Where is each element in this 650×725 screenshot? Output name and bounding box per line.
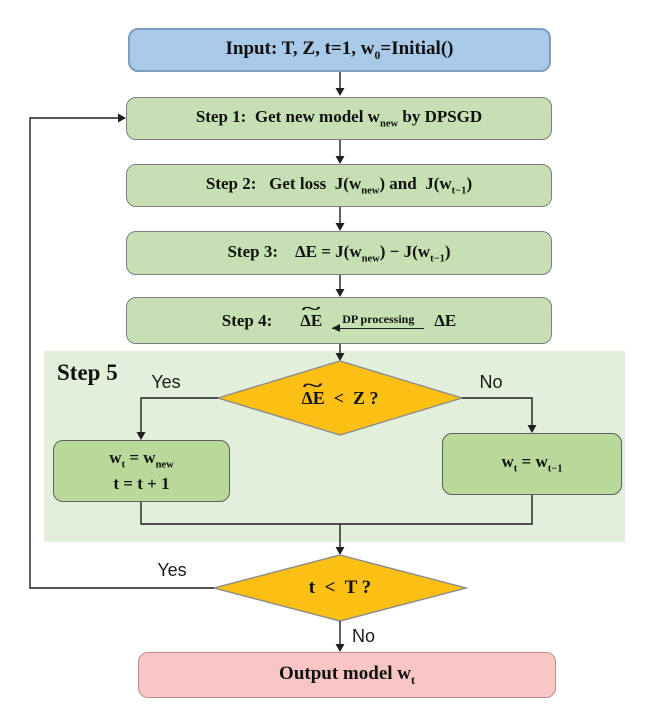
step1-label: Step 1: Get new model wnew by DPSGD: [195, 107, 483, 130]
arrowhead-step4: [335, 289, 345, 297]
arrowhead-loopback-step1: [118, 113, 126, 123]
tilde-mark: ~: [303, 375, 323, 396]
delta-e-tilde: ~ΔE: [300, 300, 322, 331]
node-output: Output model wt: [138, 652, 556, 698]
delta-e-label: ΔE: [434, 310, 457, 330]
wire-merge: [140, 495, 533, 525]
update-yes-line2: t = t + 1: [113, 473, 170, 493]
node-step4: Step 4: ~ΔE DP processing ΔE: [126, 297, 552, 344]
wire-decision1-yes: [140, 397, 218, 432]
arrowhead-decision2: [335, 547, 345, 555]
node-step3: Step 3: ΔE = J(wnew) − J(wt−1): [126, 231, 552, 275]
dp-processing-arrow: DP processing: [332, 311, 425, 332]
step2-label: Step 2: Get loss J(wnew) and J(wt−1): [205, 174, 473, 197]
update-no-line: wt = wt−1: [501, 452, 563, 475]
node-step1: Step 1: Get new model wnew by DPSGD: [126, 97, 552, 140]
decision2-no-label: No: [352, 626, 376, 646]
decision1-yes-label: Yes: [151, 372, 181, 392]
step3-label: Step 3: ΔE = J(wnew) − J(wt−1): [227, 241, 451, 265]
update-yes-line1: wt = wnew: [109, 448, 174, 471]
decision1-diamond: [215, 360, 465, 436]
step4-label: Step 4:: [221, 310, 273, 330]
delta-e-tilde-d1: ~ΔE: [301, 376, 324, 409]
arrowhead-box-no: [527, 425, 537, 433]
arrowhead-step3: [335, 223, 345, 231]
step5-region-label: Step 5: [57, 360, 118, 385]
dp-processing-label: DP processing: [342, 311, 415, 326]
arrowhead-output: [335, 644, 345, 652]
node-update-yes: wt = wnew t = t + 1: [53, 440, 230, 502]
node-input: Input: T, Z, t=1, w0=Initial(): [128, 28, 551, 72]
arrowhead-box-yes: [136, 432, 146, 440]
decision2-label: t < T ?: [308, 577, 372, 598]
wire-decision1-no: [462, 397, 533, 425]
input-label: Input: T, Z, t=1, w0=Initial(): [225, 37, 454, 62]
decision1-label: ~ΔE < Z ?: [218, 361, 462, 435]
wire-loopback: [29, 117, 214, 589]
left-arrow-icon: [332, 323, 425, 332]
decision2-yes-label: Yes: [157, 560, 187, 580]
decision1-no-label: No: [479, 372, 503, 392]
tilde-mark: ~: [301, 298, 321, 318]
node-step2: Step 2: Get loss J(wnew) and J(wt−1): [126, 164, 552, 207]
arrowhead-decision1: [335, 353, 345, 361]
node-update-no: wt = wt−1: [442, 433, 622, 495]
output-label: Output model wt: [279, 662, 415, 687]
arrowhead-step1: [335, 88, 345, 96]
arrowhead-step2: [335, 156, 345, 164]
